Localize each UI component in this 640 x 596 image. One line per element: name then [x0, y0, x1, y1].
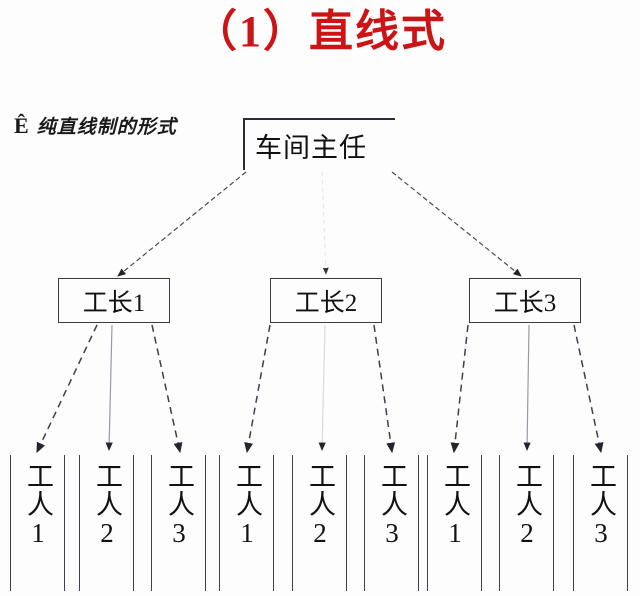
link-foreman-1-worker-1-2: [105, 324, 113, 451]
node-director[interactable]: 车间主任: [243, 118, 395, 170]
link-foreman-2-worker-2-1: [244, 324, 271, 454]
node-director-label: 车间主任: [255, 132, 367, 163]
link-foreman-3-worker-3-1: [450, 324, 469, 454]
node-foreman-3[interactable]: 工长3: [469, 278, 581, 323]
node-worker-2-1[interactable]: 工人1: [219, 455, 274, 591]
node-worker-1-3-label: 工人3: [164, 461, 194, 549]
link-director-foreman-2: [321, 171, 329, 275]
link-foreman-3-worker-3-2: [523, 324, 531, 451]
subtitle-line: Ê 纯直线制的形式: [14, 112, 177, 139]
node-worker-1-3[interactable]: 工人3: [151, 455, 206, 591]
node-worker-3-2-label: 工人2: [512, 461, 542, 549]
node-worker-2-1-label: 工人1: [232, 461, 262, 549]
link-foreman-2-worker-2-2: [318, 324, 326, 451]
link-director-foreman-3: [391, 171, 522, 277]
node-worker-2-3-label: 工人3: [377, 461, 407, 549]
node-foreman-3-label: 工长3: [493, 289, 557, 317]
node-worker-2-2-label: 工人2: [305, 461, 335, 549]
node-worker-2-3[interactable]: 工人3: [364, 455, 419, 591]
node-foreman-1[interactable]: 工长1: [58, 278, 170, 323]
node-foreman-2[interactable]: 工长2: [270, 278, 382, 323]
node-worker-3-3[interactable]: 工人3: [573, 455, 628, 591]
link-foreman-2-worker-2-3: [373, 324, 396, 454]
subtitle-label: 纯直线制的形式: [36, 117, 177, 138]
node-foreman-1-label: 工长1: [82, 289, 146, 317]
link-foreman-3-worker-3-3: [573, 324, 604, 454]
node-worker-3-2[interactable]: 工人2: [499, 455, 554, 591]
page-title: （1）直线式: [193, 7, 447, 56]
link-director-foreman-1: [117, 171, 247, 277]
link-foreman-1-worker-1-3: [151, 324, 183, 454]
node-worker-1-1-label: 工人1: [23, 461, 53, 549]
node-worker-3-3-label: 工人3: [586, 461, 616, 549]
node-worker-2-2[interactable]: 工人2: [292, 455, 347, 591]
bullet-icon: Ê: [14, 113, 29, 138]
node-worker-1-2[interactable]: 工人2: [79, 455, 134, 591]
node-worker-3-1-label: 工人1: [440, 461, 470, 549]
node-worker-1-2-label: 工人2: [92, 461, 122, 549]
node-worker-3-1[interactable]: 工人1: [427, 455, 482, 591]
node-worker-1-1[interactable]: 工人1: [10, 455, 65, 591]
node-foreman-2-label: 工长2: [294, 289, 358, 317]
link-foreman-1-worker-1-1: [36, 324, 98, 454]
